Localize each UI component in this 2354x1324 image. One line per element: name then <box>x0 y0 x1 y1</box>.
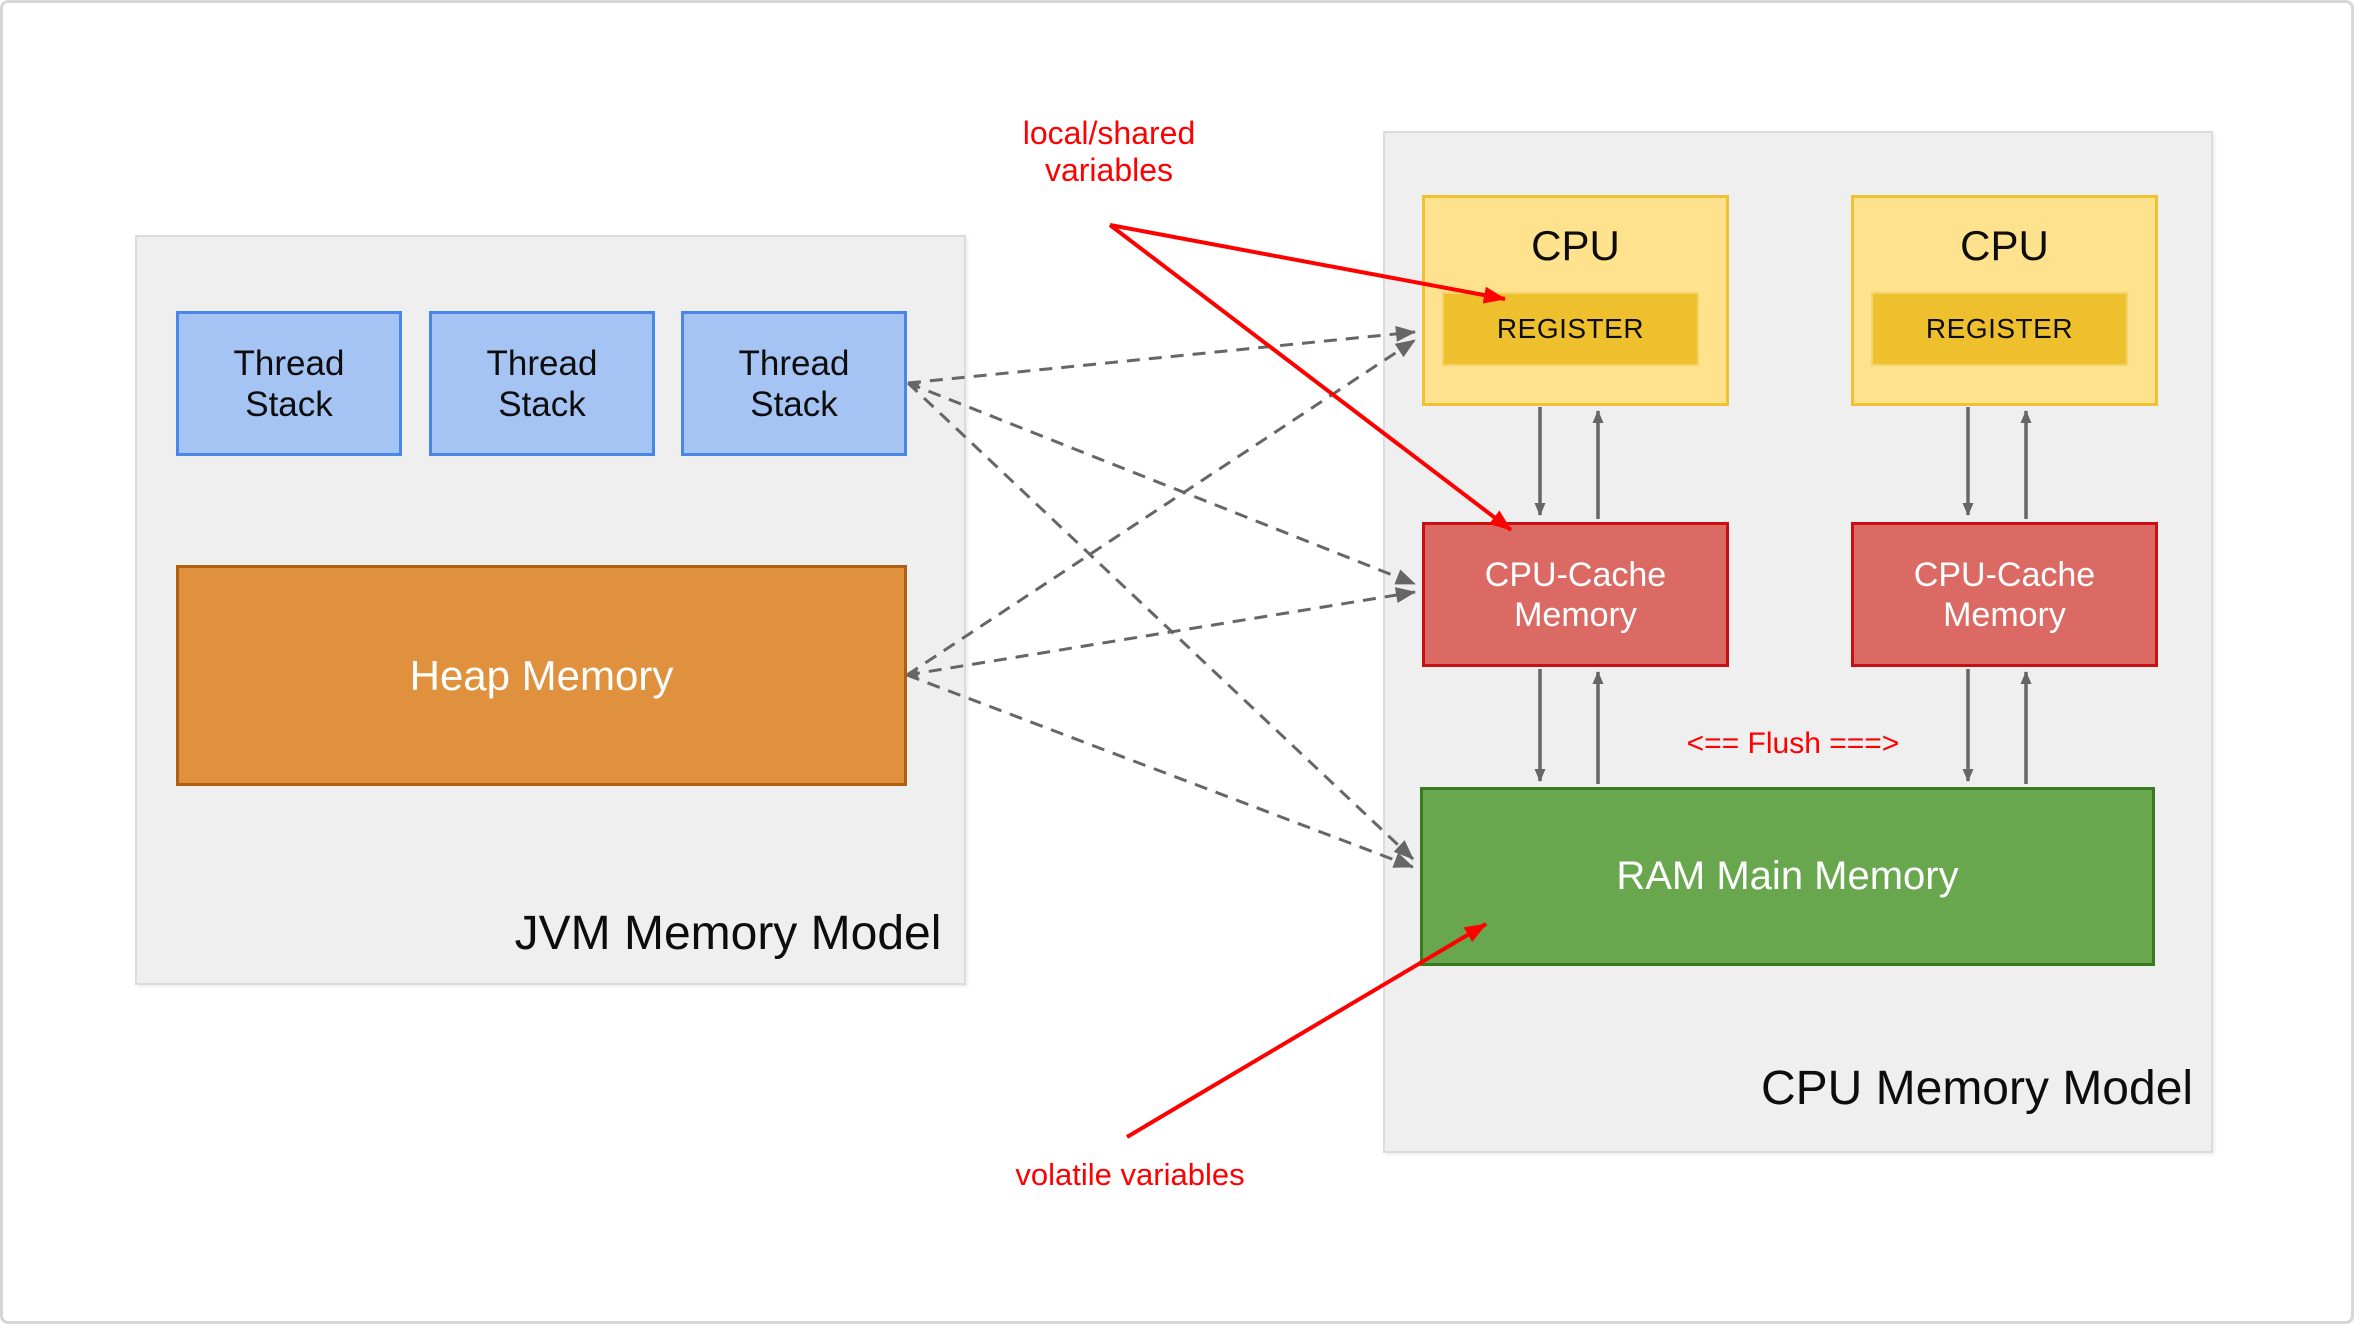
dashed-arrow-threadstack-to-cache <box>907 381 1416 586</box>
ram-main-memory-box: RAM Main Memory <box>1420 787 2155 966</box>
volatile-variables-label: volatile variables <box>1015 1157 1245 1192</box>
dashed-arrow-threadstack-to-register <box>907 325 1416 385</box>
local-shared-variables-label: local/shared variables <box>1022 115 1196 188</box>
thread-stack-box-2: Thread Stack <box>429 311 655 456</box>
dashed-arrow-heap-to-cache <box>906 587 1416 678</box>
register-box-1: REGISTER <box>1442 292 1699 366</box>
dashed-arrow-threadstack-to-ram <box>906 381 1415 861</box>
flush-label: <== Flush ===> <box>1686 727 1900 760</box>
cpu-cache-box-1: CPU-Cache Memory <box>1422 522 1729 667</box>
heap-memory-box: Heap Memory <box>176 565 907 786</box>
cpu-panel-title: CPU Memory Model <box>1760 1062 2194 1115</box>
thread-stack-box-3: Thread Stack <box>681 311 907 456</box>
cpu-cache-box-2: CPU-Cache Memory <box>1851 522 2158 667</box>
jvm-panel-title: JVM Memory Model <box>514 907 942 960</box>
dashed-arrow-heap-to-register <box>906 338 1416 677</box>
register-box-2: REGISTER <box>1871 292 2128 366</box>
dashed-arrow-heap-to-ram <box>906 673 1414 869</box>
thread-stack-box-1: Thread Stack <box>176 311 402 456</box>
